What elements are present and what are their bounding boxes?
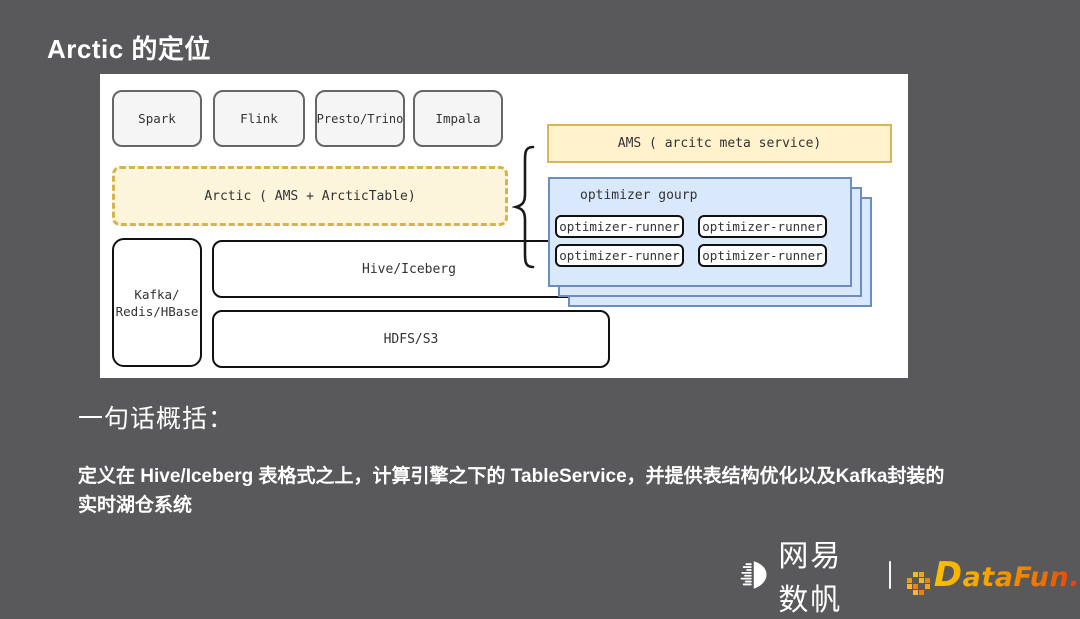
engine-box-flink: Flink [213,90,305,147]
optimizer-runner-box: optimizer-runner [698,244,827,267]
file-store-label: HDFS/S3 [383,331,439,347]
storage-box-kafka-redis-hbase: Kafka/ Redis/HBase [112,238,202,367]
left-curly-brace-icon [512,145,535,269]
optimizer-runner-box: optimizer-runner [555,244,684,267]
engine-box-presto-trino: Presto/Trino [315,90,405,147]
storage-label-line2: Redis/HBase [115,303,199,319]
datafun-period: . [1069,562,1080,593]
engine-label: Flink [240,111,278,126]
file-store-box-hdfs-s3: HDFS/S3 [212,310,610,368]
datafun-dots-icon [907,572,912,577]
datafun-letters-rest: ataFun [962,562,1070,593]
optimizer-runner-label: optimizer-runner [702,248,823,263]
footer-logos: 网易数帆 DataFun. [740,540,1080,617]
optimizer-runner-grid: optimizer-runner optimizer-runner optimi… [555,215,827,267]
summary-body: 定义在 Hive/Iceberg 表格式之上，计算引擎之下的 TableServ… [78,462,1038,520]
optimizer-group-label: optimizer gourp [580,188,698,203]
arctic-dashed-box: Arctic ( AMS + ArcticTable) [112,166,508,226]
engine-label: Impala [435,111,481,126]
architecture-diagram-panel: Spark Flink Presto/Trino Impala Arctic (… [100,74,908,378]
summary-line-2: 实时湖仓系统 [78,495,193,516]
table-format-label: Hive/Iceberg [362,261,456,277]
optimizer-runner-label: optimizer-runner [559,248,680,263]
optimizer-runner-label: optimizer-runner [702,219,823,234]
engine-label: Presto/Trino [316,111,404,126]
engine-box-spark: Spark [112,90,202,147]
table-format-box-hive-iceberg: Hive/Iceberg [212,240,606,298]
optimizer-group-box: optimizer gourp optimizer-runner optimiz… [548,177,852,287]
datafun-logo: DataFun. [907,555,1080,595]
optimizer-runner-box: optimizer-runner [555,215,684,238]
footer-separator-bar [888,561,891,589]
datafun-wordmark: DataFun. [934,555,1080,595]
optimizer-runner-box: optimizer-runner [698,215,827,238]
storage-label-line1: Kafka/ [134,286,180,302]
arctic-label: Arctic ( AMS + ArcticTable) [204,188,416,204]
ams-label: AMS ( arcitc meta service) [617,136,822,151]
optimizer-runner-label: optimizer-runner [559,219,680,234]
engine-box-impala: Impala [413,90,503,147]
ams-box: AMS ( arcitc meta service) [547,124,892,163]
netease-shufan-wordmark: 网易数帆 [778,540,843,617]
engine-label: Spark [138,111,176,126]
page-title: Arctic 的定位 [47,34,211,64]
summary-heading: 一句话概括： [78,406,235,433]
netease-sail-logo-icon [740,561,767,589]
summary-line-1: 定义在 Hive/Iceberg 表格式之上，计算引擎之下的 TableServ… [78,466,945,487]
optimizer-group-stack: optimizer gourp optimizer-runner optimiz… [548,177,874,309]
datafun-letter-d: D [933,555,963,595]
